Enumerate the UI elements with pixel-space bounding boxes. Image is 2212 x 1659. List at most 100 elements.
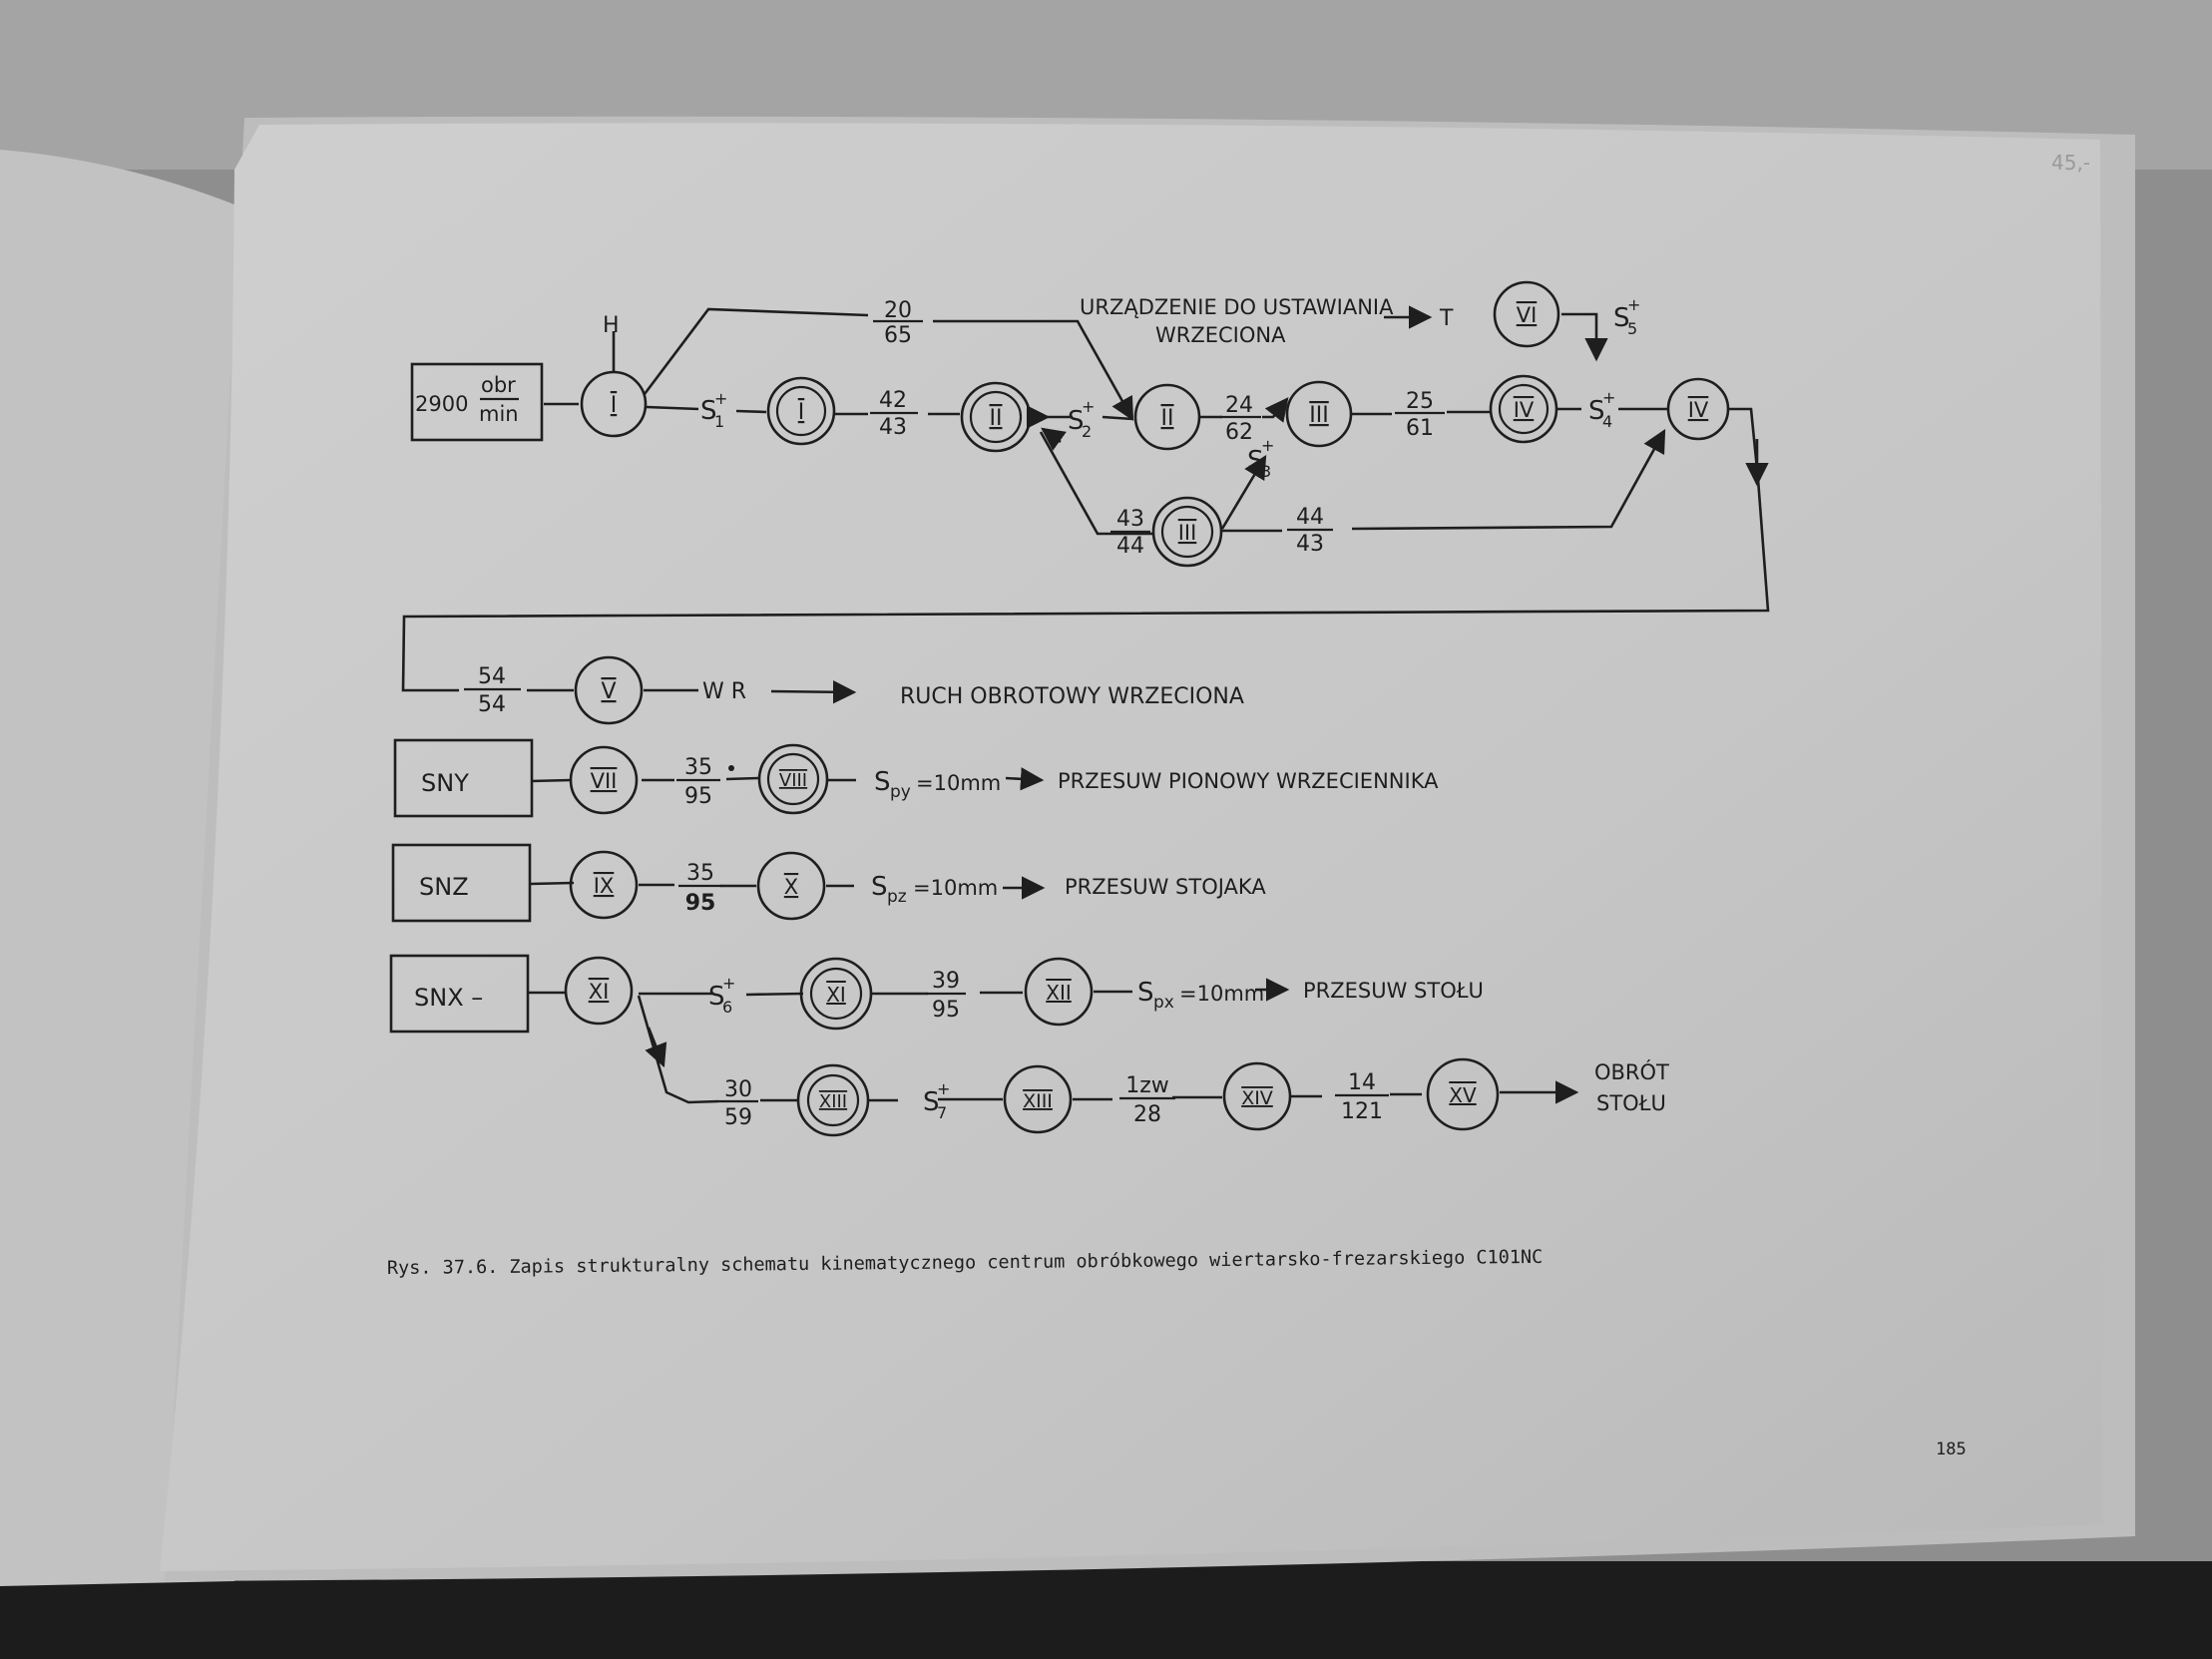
svg-text:IX: IX xyxy=(594,874,615,898)
svg-text:6: 6 xyxy=(722,998,732,1017)
svg-text:59: 59 xyxy=(724,1105,752,1130)
gear-ratio-25-61: 25 61 xyxy=(1395,389,1445,441)
svg-text:44: 44 xyxy=(1116,534,1144,559)
svg-text:42: 42 xyxy=(879,388,907,413)
svg-text:=10mm: =10mm xyxy=(913,876,998,900)
svg-text:43: 43 xyxy=(1116,507,1144,532)
page-paper xyxy=(160,123,2103,1572)
svg-text:S: S xyxy=(1588,396,1605,426)
svg-text:S: S xyxy=(708,982,725,1012)
clutch-s6: S 6 + xyxy=(708,974,735,1017)
connection-lines xyxy=(401,305,1770,1104)
gear-ratio-39-95: 39 95 xyxy=(926,969,966,1023)
svg-text:III: III xyxy=(1309,403,1328,428)
shaft-XII: XII xyxy=(1024,957,1094,1027)
svg-text:XIV: XIV xyxy=(1241,1087,1273,1109)
svg-text:S: S xyxy=(1068,406,1085,436)
motor-snx-label: SNX – xyxy=(414,984,483,1012)
svg-text:44: 44 xyxy=(1296,505,1324,530)
input-speed-box: 2900 obr min xyxy=(410,362,544,442)
svg-text:39: 39 xyxy=(932,969,960,994)
svg-text:43: 43 xyxy=(1296,532,1324,557)
svg-text:S: S xyxy=(1247,446,1264,476)
svg-text:28: 28 xyxy=(1133,1102,1161,1127)
shaft-VII: VII xyxy=(569,745,639,815)
svg-text:95: 95 xyxy=(685,891,716,916)
svg-text:VI: VI xyxy=(1517,303,1538,327)
svg-text:py: py xyxy=(890,782,911,802)
shaft-XIII-double: XIII xyxy=(796,1063,870,1137)
svg-text:95: 95 xyxy=(684,784,712,809)
svg-text:pz: pz xyxy=(887,887,907,907)
svg-text:4: 4 xyxy=(1602,412,1612,431)
svg-text:121: 121 xyxy=(1341,1099,1383,1124)
svg-text:35: 35 xyxy=(684,755,712,780)
svg-text:XI: XI xyxy=(826,983,846,1007)
shaft-XIII-b: XIII xyxy=(1003,1064,1073,1134)
clutch-s5: S 5 + xyxy=(1613,295,1640,338)
svg-text:61: 61 xyxy=(1406,416,1434,441)
shaft-X: X xyxy=(756,851,826,921)
svg-text:7: 7 xyxy=(937,1103,947,1122)
svg-text:S: S xyxy=(871,872,888,902)
table-rotation-label-line2: STOŁU xyxy=(1596,1091,1666,1115)
svg-text:+: + xyxy=(1602,388,1615,407)
svg-text:+: + xyxy=(1627,295,1640,314)
feed-spx: S px =10mm xyxy=(1137,978,1264,1013)
svg-text:=10mm: =10mm xyxy=(1179,982,1264,1006)
svg-text:54: 54 xyxy=(478,664,506,689)
shaft-XI-double: XI xyxy=(799,957,873,1031)
svg-text:V: V xyxy=(601,679,616,704)
table-feed-label: PRZESUW STOŁU xyxy=(1303,979,1484,1003)
svg-text:5: 5 xyxy=(1627,319,1637,338)
svg-text:3: 3 xyxy=(1261,462,1271,481)
clutch-s4: S 4 + xyxy=(1588,388,1615,431)
motor-sny-label: SNY xyxy=(421,769,469,797)
shaft-V: V xyxy=(574,655,644,725)
gear-ratio-42-43: 42 43 xyxy=(870,388,918,440)
input-speed-value: 2900 xyxy=(415,392,468,416)
gear-ratio-35-95-vertical: 35 95 xyxy=(676,755,734,809)
headstock-feed-label: PRZESUW PIONOWY WRZECIENNIKA xyxy=(1058,769,1439,793)
gear-ratio-20-65: 20 65 xyxy=(873,298,923,348)
shaft-VI: VI xyxy=(1493,280,1560,348)
svg-text:2: 2 xyxy=(1082,422,1092,441)
clutch-s1: S 1 + xyxy=(700,389,727,431)
input-speed-unit-numerator: obr xyxy=(481,373,516,397)
svg-text:65: 65 xyxy=(884,323,912,348)
svg-text:+: + xyxy=(937,1079,950,1098)
gear-ratio-35-95-column: 35 95 xyxy=(678,861,722,916)
motor-snz-box: SNZ xyxy=(391,843,532,923)
svg-text:14: 14 xyxy=(1348,1070,1376,1095)
svg-text:20: 20 xyxy=(884,298,912,323)
gear-ratio-30-59: 30 59 xyxy=(718,1077,758,1130)
svg-text:XI: XI xyxy=(589,980,610,1004)
shaft-XIV: XIV xyxy=(1222,1061,1292,1131)
clutch-s7: S 7 + xyxy=(923,1079,950,1122)
svg-text:II: II xyxy=(1161,406,1174,431)
svg-text:+: + xyxy=(1082,397,1095,416)
device-label-line2: WRZECIONA xyxy=(1155,323,1286,347)
svg-text:S: S xyxy=(923,1087,940,1117)
svg-text:24: 24 xyxy=(1225,393,1253,418)
label-H: H xyxy=(603,313,620,338)
gear-ratio-14-121: 14 121 xyxy=(1335,1070,1389,1124)
svg-text:54: 54 xyxy=(478,692,506,717)
shaft-I: I xyxy=(580,370,648,438)
shaft-II-a: II xyxy=(1133,383,1201,451)
kinematic-diagram: 2900 obr min SNY SNZ SNX – I II xyxy=(389,280,1770,1137)
svg-text:IV: IV xyxy=(1514,398,1535,422)
svg-text:III: III xyxy=(1178,521,1197,545)
feed-spy: S py =10mm xyxy=(874,767,1001,802)
svg-text:II: II xyxy=(990,406,1003,431)
svg-text:S: S xyxy=(1613,303,1630,333)
clutch-s3: S 3 + xyxy=(1247,436,1274,481)
column-feed-label: PRZESUW STOJAKA xyxy=(1065,875,1266,899)
svg-text:35: 35 xyxy=(686,861,714,886)
svg-text:X: X xyxy=(784,875,798,899)
svg-text:S: S xyxy=(874,767,891,797)
input-speed-unit-denominator: min xyxy=(479,402,519,426)
gear-ratio-43-44: 43 44 xyxy=(1110,507,1150,559)
svg-text:px: px xyxy=(1153,993,1174,1013)
